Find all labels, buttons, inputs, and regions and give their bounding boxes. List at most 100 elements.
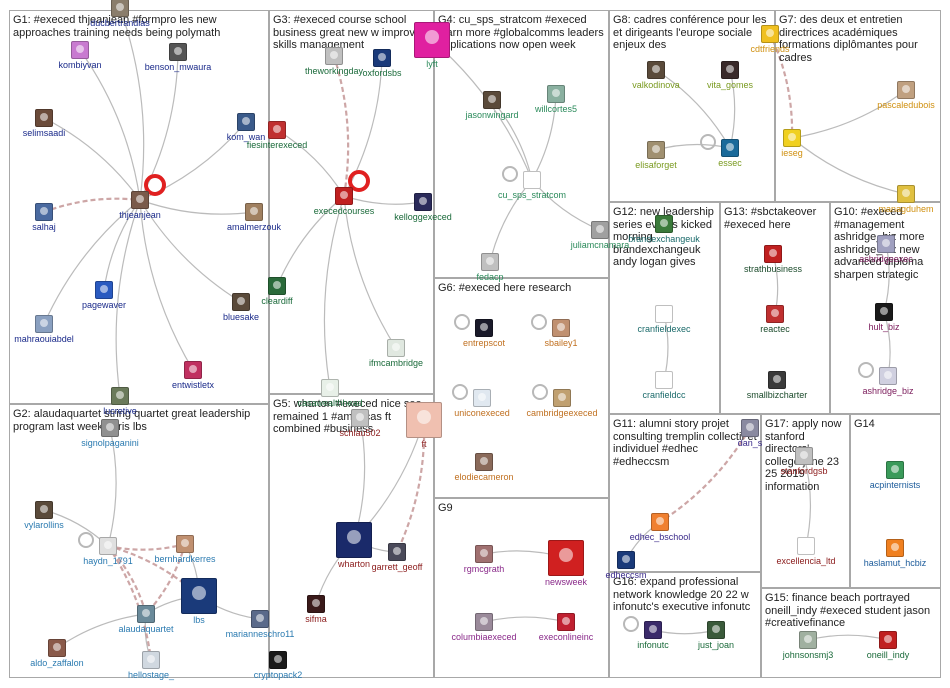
node-brandexchangeuk[interactable]: brandexchangeuk bbox=[620, 215, 708, 244]
node-excellencia-ltd[interactable]: excellencia_ltd bbox=[762, 537, 850, 566]
node-oxfordsbs[interactable]: oxfordsbs bbox=[338, 49, 426, 78]
node-ifmcambridge[interactable]: ifmcambridge bbox=[352, 339, 440, 368]
node-cranfieldexec[interactable]: cranfieldexec bbox=[620, 305, 708, 334]
node-newsweek[interactable]: newsweek bbox=[522, 540, 610, 587]
node-label: strathbusiness bbox=[743, 264, 803, 274]
node-infonutc[interactable]: infonutc bbox=[609, 621, 697, 650]
node-fedacp[interactable]: fedacp bbox=[446, 253, 534, 282]
avatar-icon bbox=[557, 613, 575, 631]
node-elodiecameron[interactable]: elodiecameron bbox=[440, 453, 528, 482]
node-pagewaver[interactable]: pagewaver bbox=[60, 281, 148, 310]
avatar-figure-icon bbox=[552, 89, 560, 97]
edge bbox=[139, 199, 255, 215]
node-ft[interactable]: ft bbox=[380, 402, 468, 449]
node-aldo-zaffalon[interactable]: aldo_zaffalon bbox=[13, 639, 101, 668]
node-johnsonsmj3[interactable]: johnsonsmj3 bbox=[764, 631, 852, 660]
node-just-joan[interactable]: just_joan bbox=[672, 621, 760, 650]
avatar-figure-icon bbox=[425, 30, 439, 44]
node-lucretive[interactable]: lucretive bbox=[76, 387, 164, 416]
avatar-figure-icon bbox=[652, 145, 660, 153]
node-label: ifmcambridge bbox=[368, 358, 424, 368]
node-sbailey1[interactable]: sbailey1 bbox=[517, 319, 605, 348]
node-managduhem[interactable]: managduhem bbox=[862, 185, 950, 214]
node-cranfieldcc[interactable]: cranfieldcc bbox=[620, 371, 708, 400]
node-acpinternists[interactable]: acpinternists bbox=[851, 461, 939, 490]
avatar-figure-icon bbox=[652, 65, 660, 73]
node-elisaforget[interactable]: elisaforget bbox=[612, 141, 700, 170]
avatar-figure-icon bbox=[312, 599, 320, 607]
node-label: jasonwingard bbox=[465, 110, 519, 120]
node-smallbizcharter[interactable]: smallbizcharter bbox=[733, 371, 821, 400]
node-ashridge-biz[interactable]: ashridge_biz bbox=[844, 367, 932, 396]
node-theworkingday[interactable]: theworkingday bbox=[290, 47, 378, 76]
node-haydn-1791[interactable]: haydn_1791 bbox=[64, 537, 152, 566]
node-ducbertrandias[interactable]: ducbertrandias bbox=[76, 0, 164, 28]
node-dan-s[interactable]: dan_s bbox=[706, 419, 794, 448]
node-cleardiff[interactable]: cleardiff bbox=[233, 277, 321, 306]
node-essec[interactable]: essec bbox=[686, 139, 774, 168]
node-stanfordgsb[interactable]: stanfordgsb bbox=[760, 447, 848, 476]
node-cryptopack2[interactable]: cryptopack2 bbox=[234, 651, 322, 680]
node-hult-biz[interactable]: hult_biz bbox=[840, 303, 928, 332]
node-label: bernhardkerres bbox=[154, 554, 216, 564]
node-jasonwingard[interactable]: jasonwingard bbox=[448, 91, 536, 120]
node-fiesinterexeced[interactable]: fiesinterexeced bbox=[233, 121, 321, 150]
node-ashridgeexec[interactable]: ashridgeexec bbox=[842, 235, 930, 264]
node-execedcourses[interactable]: execedcourses bbox=[300, 187, 388, 216]
self-loop bbox=[700, 134, 716, 150]
node-cambridgeexeced[interactable]: cambridgeexeced bbox=[518, 389, 606, 418]
node-haslamut-hcbiz[interactable]: haslamut_hcbiz bbox=[851, 539, 939, 568]
node-ieseg[interactable]: ieseg bbox=[748, 129, 836, 158]
node-selimsaadi[interactable]: selimsaadi bbox=[0, 109, 88, 138]
node-pascaledubois[interactable]: pascaledubois bbox=[862, 81, 950, 110]
node-edheccsm[interactable]: edheccsm bbox=[582, 551, 670, 580]
node-vita-gomes[interactable]: vita_gomes bbox=[686, 61, 774, 90]
node-alaudaquartet[interactable]: alaudaquartet bbox=[102, 605, 190, 634]
node-marianneschro11[interactable]: marianneschro11 bbox=[216, 610, 304, 639]
node-schlau502[interactable]: schlau502 bbox=[316, 409, 404, 438]
node-salhaj[interactable]: salhaj bbox=[0, 203, 88, 232]
avatar-figure-icon bbox=[726, 65, 734, 73]
node-entrepscot[interactable]: entrepscot bbox=[440, 319, 528, 348]
node-mahraouiabdel[interactable]: mahraouiabdel bbox=[0, 315, 88, 344]
node-kom-wan[interactable]: kom_wan bbox=[202, 113, 290, 142]
node-label: sbailey1 bbox=[544, 338, 578, 348]
node-strathbusiness[interactable]: strathbusiness bbox=[729, 245, 817, 274]
node-cdtfriends[interactable]: cdtfriends bbox=[726, 25, 814, 54]
node-garrett-geoff[interactable]: garrett_geoff bbox=[353, 543, 441, 572]
node-entwistletx[interactable]: entwistletx bbox=[149, 361, 237, 390]
node-kombiyvan[interactable]: kombiyvan bbox=[36, 41, 124, 70]
node-oneill-indy[interactable]: oneill_indy bbox=[844, 631, 932, 660]
avatar-icon bbox=[35, 203, 53, 221]
avatar-icon bbox=[232, 293, 250, 311]
avatar-figure-icon bbox=[596, 225, 604, 233]
node-bluesake[interactable]: bluesake bbox=[197, 293, 285, 322]
self-loop bbox=[858, 362, 874, 378]
node-label: casawealthhead bbox=[297, 398, 363, 408]
node-execonlineinc[interactable]: execonlineinc bbox=[522, 613, 610, 642]
node-casawealthhead[interactable]: casawealthhead bbox=[286, 379, 374, 408]
node-reactec[interactable]: reactec bbox=[731, 305, 819, 334]
node-valkodinova[interactable]: valkodinova bbox=[612, 61, 700, 90]
node-bernhardkerres[interactable]: bernhardkerres bbox=[141, 535, 229, 564]
node-amalmerzouk[interactable]: amalmerzouk bbox=[210, 203, 298, 232]
node-sifma[interactable]: sifma bbox=[272, 595, 360, 624]
node-uniconexeced[interactable]: uniconexeced bbox=[438, 389, 526, 418]
node-juliamcnamara[interactable]: juliamcnamara bbox=[556, 221, 644, 250]
node-hellostage-[interactable]: hellostage_ bbox=[107, 651, 195, 680]
node-cu-sps-stratcom[interactable]: cu_sps_stratcom bbox=[488, 171, 576, 200]
node-willcortes5[interactable]: willcortes5 bbox=[512, 85, 600, 114]
node-vylarollins[interactable]: vylarollins bbox=[0, 501, 88, 530]
node-columbiaexeced[interactable]: columbiaexeced bbox=[440, 613, 528, 642]
node-wharton[interactable]: wharton bbox=[310, 522, 398, 569]
node-thjeanjean[interactable]: thjeanjean bbox=[96, 191, 184, 220]
avatar-icon bbox=[886, 461, 904, 479]
node-signolpaganini[interactable]: signolpaganini bbox=[66, 419, 154, 448]
avatar-icon bbox=[176, 535, 194, 553]
node-kelloggexeced[interactable]: kelloggexeced bbox=[379, 193, 467, 222]
node-lyft[interactable]: lyft bbox=[388, 22, 476, 69]
node-benson-mwaura[interactable]: benson_mwaura bbox=[134, 43, 222, 72]
node-lbs[interactable]: lbs bbox=[155, 578, 243, 625]
node-edhec-bschool[interactable]: edhec_bschool bbox=[616, 513, 704, 542]
node-rgmcgrath[interactable]: rgmcgrath bbox=[440, 545, 528, 574]
